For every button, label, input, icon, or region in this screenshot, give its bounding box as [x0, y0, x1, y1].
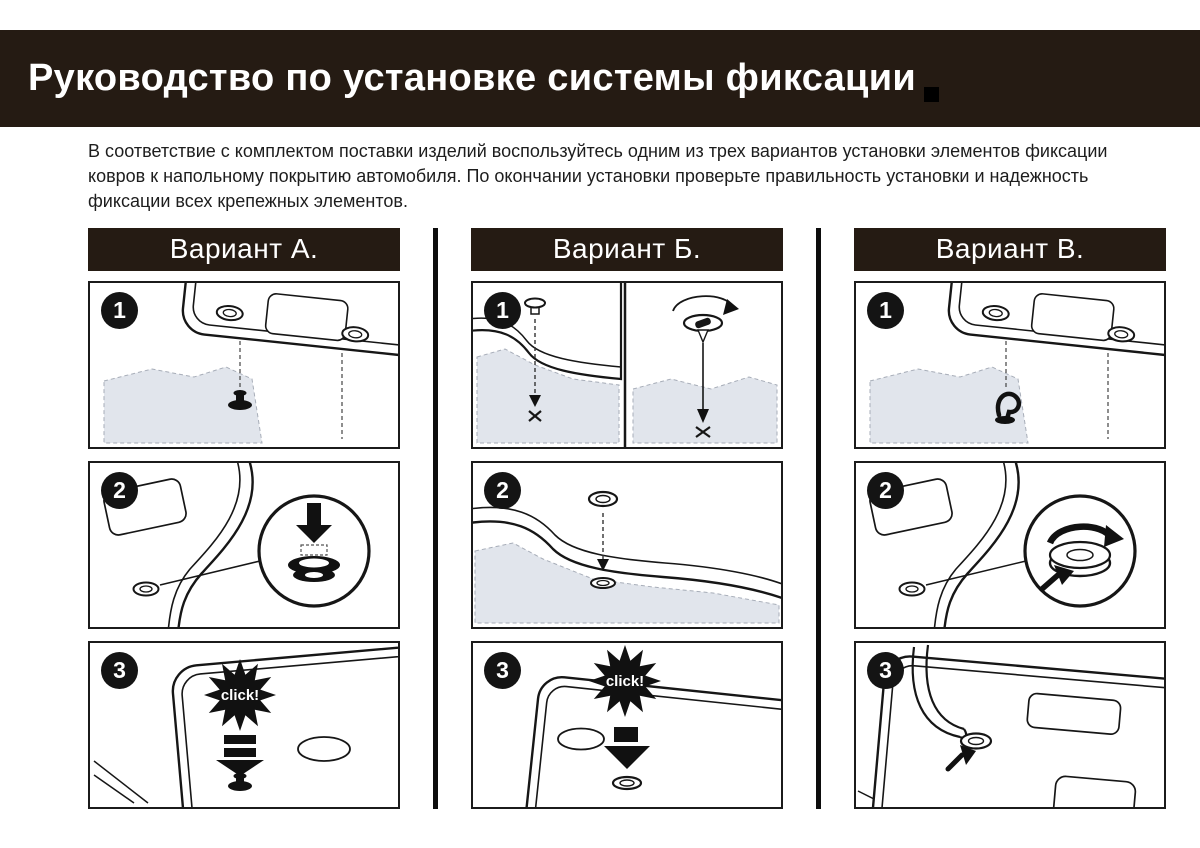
step-number-badge: 3 [867, 651, 904, 689]
mat-hole [1030, 292, 1115, 341]
column-divider [433, 227, 438, 809]
step-number-badge: 2 [101, 471, 138, 509]
mat-oval-hole [557, 727, 605, 750]
variant-a-label: Вариант А. [169, 233, 319, 265]
page-title: Руководство по установке системы фиксаци… [28, 57, 917, 99]
click-starburst: click! [589, 644, 661, 717]
step-number-badge: 3 [101, 651, 138, 689]
illustration-b1 [473, 282, 778, 447]
variant-a-step-1-panel: 1 [88, 280, 400, 449]
knob-fastener [959, 731, 993, 750]
floor-corner-line [93, 773, 135, 804]
target-mark [695, 425, 711, 438]
mat-grommet [898, 581, 926, 597]
screw-fastener [682, 313, 724, 344]
variant-a-column: Вариант А. 1 [88, 227, 400, 809]
rotation-arrow [672, 294, 739, 315]
floor-mat [870, 654, 1164, 807]
mat-grommet [1107, 325, 1136, 342]
variant-b-step-3-panel: 3 click! [471, 640, 783, 809]
fastener-pin [524, 297, 546, 315]
variant-a-step-3-panel: 3 click! [88, 640, 400, 809]
press-down-arrows [604, 726, 650, 769]
column-divider [816, 227, 821, 809]
mat-oval-hole [297, 735, 351, 762]
illustration-b3: click! [523, 644, 781, 807]
carpet-grommet [590, 576, 616, 589]
pointing-arrow [1039, 564, 1074, 592]
variant-v-step-1-panel: 1 [854, 280, 1166, 449]
screw-down-arrow [697, 342, 709, 423]
floor-mat [523, 675, 781, 807]
magnifier-pointer-line [925, 559, 1027, 586]
variants-columns: Вариант А. 1 [88, 227, 1200, 809]
step-number-badge: 2 [484, 471, 521, 509]
intro-text: В соответствие с комплектом поставки изд… [88, 141, 1108, 212]
click-starburst: click! [204, 658, 276, 731]
mat-grommet [981, 304, 1010, 321]
carpet-shade [474, 542, 780, 624]
arrow-head [529, 394, 541, 407]
target-mark [528, 409, 542, 422]
illustration-v3 [857, 644, 1164, 807]
carpet-shade [869, 366, 1029, 444]
mat-hole [1052, 775, 1137, 807]
carpet-shade [103, 366, 263, 444]
press-down-arrows [216, 734, 264, 776]
illustration-b2 [473, 462, 781, 624]
title-end-square-mark [924, 87, 940, 102]
carpet-stud-fastener [228, 389, 252, 410]
mat-hole [264, 292, 349, 341]
click-label: click! [606, 673, 644, 690]
variant-v-label: Вариант В. [935, 233, 1085, 265]
variant-v-header: Вариант В. [854, 227, 1166, 271]
hooking-arrow [945, 744, 976, 772]
magnifier-pointer-line [159, 559, 261, 586]
illustration-a3: click! [93, 642, 398, 807]
title-bar: Руководство по установке системы фиксаци… [0, 30, 1200, 127]
variant-v-step-3-panel: 3 [854, 640, 1166, 809]
illustration-a1 [103, 282, 398, 444]
mat-button [587, 490, 619, 507]
variant-b-label: Вариант Б. [552, 233, 702, 265]
mat-grommet [132, 581, 160, 597]
variant-a-header: Вариант А. [88, 227, 400, 271]
step-number-badge: 1 [484, 291, 521, 329]
carpet-stud-fastener [228, 772, 252, 791]
illustration-v1 [869, 282, 1164, 444]
floor-mat [181, 282, 398, 360]
step-number-badge: 3 [484, 651, 521, 689]
variant-b-header: Вариант Б. [471, 227, 783, 271]
variant-b-step-1-panel: 1 [471, 280, 783, 449]
variant-v-column: Вариант В. 1 [854, 227, 1166, 809]
clip-fastener [288, 543, 340, 582]
variant-a-step-2-panel: 2 [88, 460, 400, 629]
mat-hole [1026, 692, 1122, 735]
arrow-head [597, 558, 609, 571]
carpet-hook-fastener [995, 391, 1022, 424]
variant-b-column: Вариант Б. 1 [471, 227, 783, 809]
mat-button [611, 775, 643, 790]
press-down-arrow [296, 502, 332, 543]
floor-mat [171, 642, 398, 807]
floor-corner-line [93, 759, 149, 804]
rotation-arrow [1046, 523, 1124, 547]
mat-grommet [341, 325, 370, 342]
floor-mat [947, 282, 1164, 360]
floor-mat [473, 462, 781, 599]
step-number-badge: 1 [101, 291, 138, 329]
step-number-badge: 1 [867, 291, 904, 329]
mat-grommet [215, 304, 244, 321]
click-label: click! [221, 687, 259, 704]
carpet-shade [476, 348, 620, 444]
step-number-badge: 2 [867, 471, 904, 509]
variant-b-step-2-panel: 2 [471, 460, 783, 629]
variant-v-step-2-panel: 2 [854, 460, 1166, 629]
magnifier-circle [257, 493, 371, 608]
